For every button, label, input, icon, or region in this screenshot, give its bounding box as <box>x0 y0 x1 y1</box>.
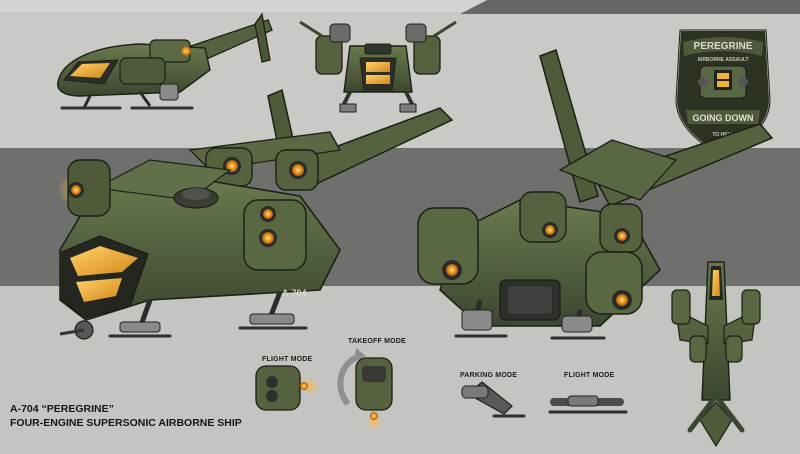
parking-mode-label: PARKING MODE <box>460 372 518 379</box>
hull-marking-text: A-704 <box>282 288 307 298</box>
badge-motto-small-text: TO HELL <box>712 132 733 138</box>
shield-badge-icon: PEREGRINE AIRBORNE ASSAULT GOING DOWN TO… <box>674 29 772 158</box>
corner-stripe <box>460 0 800 14</box>
flight-mode-label-left: FLIGHT MODE <box>262 356 313 363</box>
side-view-ship <box>57 12 273 110</box>
front-view-ship <box>299 20 457 113</box>
top-view-ship <box>671 261 761 448</box>
badge-motto-text: GOING DOWN <box>693 113 754 123</box>
landing-skid-icon <box>461 381 628 418</box>
badge-top-text: PEREGRINE <box>694 41 753 52</box>
ship-description: FOUR-ENGINE SUPERSONIC AIRBORNE SHIP <box>10 417 242 429</box>
engine-nacelle-icon <box>255 365 319 411</box>
flight-mode-label-right: FLIGHT MODE <box>564 372 615 379</box>
main-perspective-ship: A-704 <box>58 88 454 340</box>
badge-subtitle-text: AIRBORNE ASSAULT <box>697 57 748 63</box>
rotation-arrow-icon <box>337 348 393 430</box>
rear-perspective-ship <box>417 49 774 340</box>
ship-designation: A-704 “PEREGRINE” <box>10 403 114 415</box>
lower-band <box>0 286 800 454</box>
takeoff-mode-label: TAKEOFF MODE <box>348 338 406 345</box>
